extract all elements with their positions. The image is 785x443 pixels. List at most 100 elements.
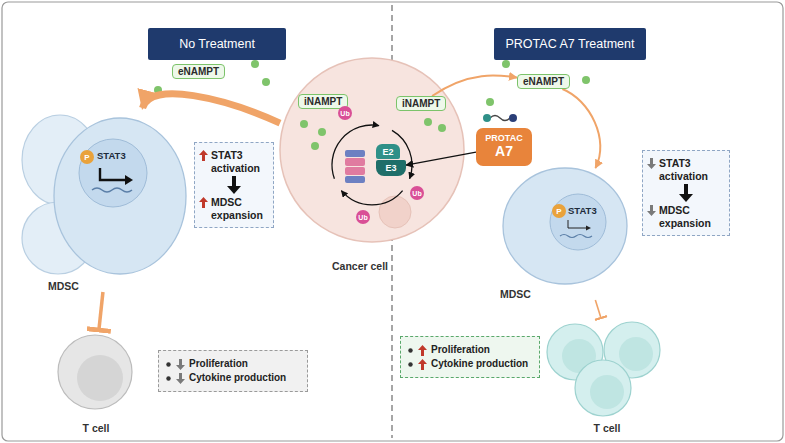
trend-arrow-shape bbox=[647, 158, 656, 169]
cell-node: T cell bbox=[545, 318, 670, 434]
phospho-badge: P bbox=[80, 150, 94, 164]
trend-arrow-shape bbox=[199, 197, 208, 208]
t-cell-nucleus bbox=[619, 337, 653, 371]
nampt-dot bbox=[251, 60, 259, 68]
cycle-arc bbox=[332, 125, 379, 179]
bullet bbox=[166, 362, 171, 367]
bullet bbox=[408, 362, 413, 367]
node-text: STAT3 activation bbox=[659, 157, 725, 182]
t-cell-nucleus bbox=[77, 355, 123, 401]
causal-arrow-shape bbox=[227, 176, 241, 194]
node-text: Cytokine production bbox=[431, 357, 528, 371]
nampt-dot bbox=[438, 124, 446, 132]
connector bbox=[406, 152, 476, 165]
protac-molecule bbox=[483, 114, 517, 122]
gene-arrow bbox=[100, 168, 126, 180]
bullet-dot bbox=[408, 362, 412, 366]
effect-row: Proliferation bbox=[166, 357, 300, 371]
node-text: T cell bbox=[83, 422, 110, 434]
node-text: Ub bbox=[412, 190, 421, 197]
mdsc-nucleus bbox=[79, 139, 147, 207]
effect-row: STAT3 activation bbox=[199, 149, 269, 174]
node-text: A7 bbox=[495, 144, 513, 159]
cancer-cell-nucleus bbox=[379, 196, 411, 228]
causal-arrow-shape bbox=[679, 184, 693, 202]
proteasome-ring bbox=[345, 176, 365, 183]
t-cell-nucleus bbox=[590, 375, 624, 409]
bullet bbox=[166, 376, 171, 381]
trend-arrow bbox=[418, 345, 427, 356]
panel-header: PROTAC A7 Treatment bbox=[494, 28, 646, 60]
nampt-dot bbox=[502, 60, 510, 68]
node-text: Ub bbox=[358, 214, 367, 221]
dna-strand bbox=[92, 188, 132, 192]
proteasome-ring bbox=[345, 150, 365, 157]
node-text: iNAMPT bbox=[402, 98, 440, 109]
nucleus-node: STAT3 bbox=[550, 194, 606, 250]
trend-arrow bbox=[199, 150, 208, 161]
trend-arrow bbox=[176, 373, 185, 384]
trend-arrow-shape bbox=[199, 150, 208, 161]
node-text: PROTAC A7 Treatment bbox=[506, 37, 635, 51]
node-text: P bbox=[556, 207, 561, 216]
effect-box: STAT3 activationMDSC expansion bbox=[194, 142, 274, 228]
trend-arrow-shape bbox=[418, 345, 427, 356]
effect-box: ProliferationCytokine production bbox=[158, 350, 308, 392]
connector bbox=[595, 300, 601, 318]
protein-label: eNAMPT bbox=[517, 74, 570, 89]
trend-arrow bbox=[418, 359, 427, 370]
node-text: iNAMPT bbox=[304, 96, 342, 107]
nampt-dot bbox=[262, 78, 270, 86]
protac-ligand bbox=[509, 114, 517, 122]
trend-arrow bbox=[647, 205, 656, 216]
effect-row: MDSC expansion bbox=[647, 204, 725, 229]
node-text: No Treatment bbox=[179, 37, 255, 51]
effect-row: MDSC expansion bbox=[199, 196, 269, 221]
node-text: Proliferation bbox=[431, 343, 490, 357]
e2-enzyme: E2 bbox=[376, 144, 400, 159]
ubiquitin-cycle bbox=[332, 125, 412, 205]
mdsc-nucleus bbox=[550, 194, 606, 250]
node-text: Cancer cell bbox=[329, 260, 391, 272]
connector bbox=[562, 89, 600, 168]
cycle-arc bbox=[341, 191, 402, 205]
cell-node: MDSCSTAT3P bbox=[40, 108, 196, 292]
t-cell bbox=[58, 335, 132, 409]
nampt-dot bbox=[318, 128, 326, 136]
causal-arrow bbox=[227, 176, 241, 194]
phospho-badge: P bbox=[552, 204, 566, 218]
protein-label: eNAMPT bbox=[172, 64, 225, 79]
cell-node: Cancer celliNAMPTiNAMPTE2E3UbUbUb bbox=[280, 58, 464, 272]
trend-arrow-shape bbox=[647, 205, 656, 216]
ubiquitin-badge: Ub bbox=[410, 186, 424, 200]
effect-box: ProliferationCytokine production bbox=[400, 336, 540, 378]
node-text: MDSC expansion bbox=[659, 204, 725, 229]
effect-row: Cytokine production bbox=[166, 371, 300, 385]
nampt-dot bbox=[486, 98, 494, 106]
bullet-dot bbox=[408, 348, 412, 352]
effect-box: STAT3 activationMDSC expansion bbox=[642, 150, 730, 236]
trend-arrow-shape bbox=[176, 373, 185, 384]
ubiquitin-badge: Ub bbox=[356, 210, 370, 224]
node-text: E3 bbox=[385, 163, 396, 173]
panel-header: No Treatment bbox=[148, 28, 286, 60]
ubiquitin-badge: Ub bbox=[338, 106, 352, 120]
proteasome bbox=[345, 150, 365, 183]
node-text: MDSC expansion bbox=[211, 196, 269, 221]
gene-arrowhead bbox=[586, 226, 591, 231]
node-text: STAT3 bbox=[568, 205, 606, 216]
gene-arrowhead bbox=[125, 175, 133, 185]
node-text: Proliferation bbox=[189, 357, 248, 371]
protac-linker bbox=[490, 116, 510, 121]
bullet-dot bbox=[166, 376, 170, 380]
protein-label: iNAMPT bbox=[396, 96, 446, 111]
bullet bbox=[408, 348, 413, 353]
proteasome-ring bbox=[345, 158, 365, 166]
connector bbox=[143, 94, 280, 123]
node-text: Ub bbox=[340, 110, 349, 117]
nampt-dot bbox=[582, 76, 590, 84]
trend-arrow bbox=[176, 359, 185, 370]
nampt-dot bbox=[311, 142, 319, 150]
e3-ligase: E3 bbox=[376, 160, 406, 176]
